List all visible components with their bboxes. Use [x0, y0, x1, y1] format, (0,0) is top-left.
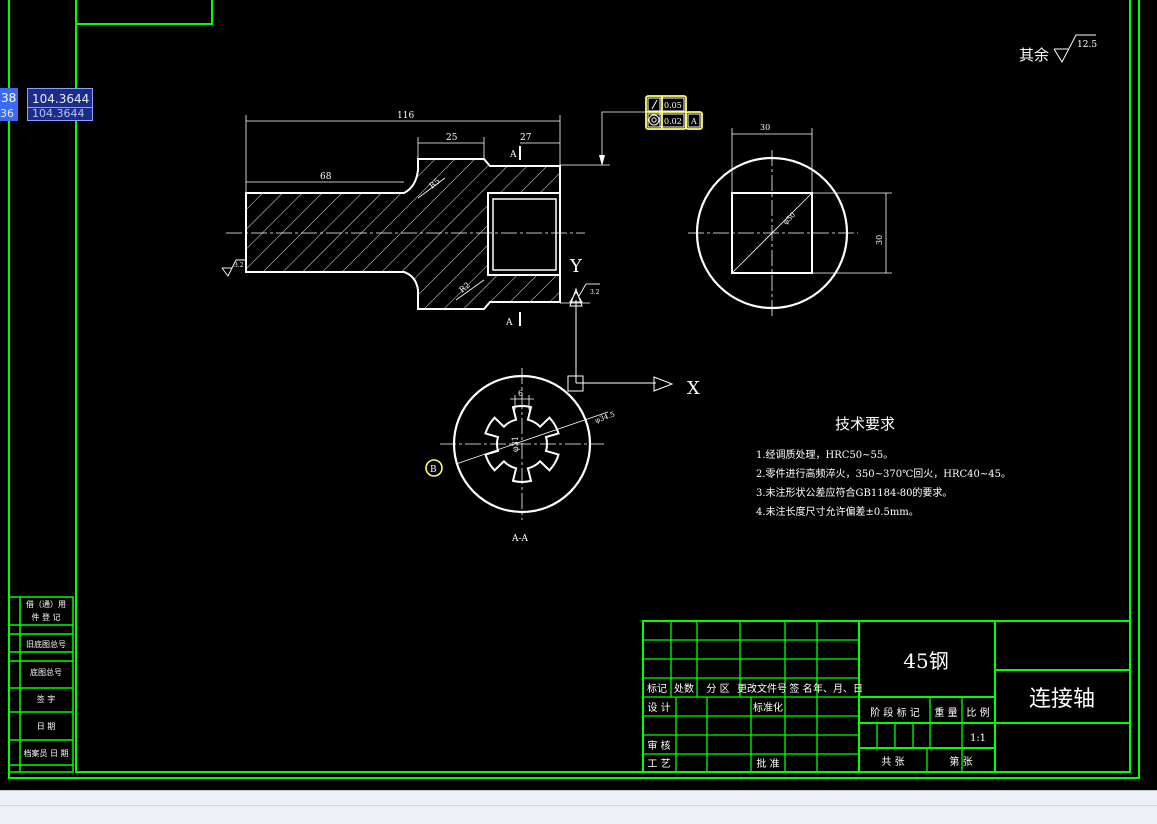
roughness-note-label: 其余	[1019, 46, 1049, 64]
tech-req-item-4: 4.未注长度尺寸允许偏差±0.5mm。	[756, 505, 919, 518]
tb-header-zone: 分 区	[706, 683, 729, 695]
tech-req-item-3: 3.未注形状公差应符合GB1184-80的要求。	[756, 486, 952, 499]
left-panel-row-6: 日 期	[37, 722, 56, 731]
technical-requirements: 技术要求 1.经调质处理，HRC50~55。 2.零件进行高频淬火，350~37…	[756, 415, 1011, 518]
dynamic-input-left-ghost: 36	[0, 108, 18, 121]
drawing-frame	[8, 0, 1140, 779]
tb-header-sign: 签 名	[789, 682, 812, 695]
left-panel: 借（通）用 件 登 记 旧底图总号 底图总号 签 字 日 期 档案员 日 期	[8, 596, 74, 773]
front-dim-overall: 116	[397, 111, 414, 121]
tb-approve: 批 准	[756, 757, 779, 770]
dynamic-input-left[interactable]: 38	[0, 88, 18, 108]
tolerance-row2-datum: A	[690, 117, 697, 126]
tb-row-review: 审 核	[647, 739, 670, 752]
tech-req-title: 技术要求	[835, 415, 895, 433]
roughness-right: 3.2	[590, 289, 600, 296]
tb-header-doc: 更改文件号	[737, 682, 787, 695]
left-panel-row-7: 档案员 日 期	[23, 748, 68, 758]
ucs-axes-icon: Y X	[567, 256, 700, 399]
spline-profile	[484, 405, 560, 483]
tb-standardize: 标准化	[753, 701, 783, 714]
balloon-b	[425, 459, 443, 477]
tb-row-design: 设 计	[647, 701, 670, 714]
tolerance-row2-value: 0.02	[664, 117, 682, 126]
balloon-b-label: B	[430, 465, 437, 475]
section-view[interactable]: 6 φ31 φ34.5 B A-A	[425, 368, 616, 544]
front-dim-left: 68	[320, 172, 332, 182]
dynamic-input-ghost: 104.3644	[27, 108, 93, 121]
section-mark-top: A	[509, 150, 517, 160]
tb-row-process: 工 艺	[647, 758, 670, 770]
section-dim-top: 6	[518, 389, 523, 398]
front-dim-mid: 25	[446, 133, 458, 143]
section-mark-bottom: A	[505, 318, 513, 328]
front-dim-right: 27	[520, 133, 532, 143]
roughness-note: 其余 12.5	[1019, 34, 1097, 64]
tb-part-name: 连接轴	[1029, 687, 1095, 712]
tb-stage-mark: 阶 段 标 记	[870, 706, 920, 719]
tb-header-date: 年、月、日	[813, 682, 863, 695]
tech-req-item-2: 2.零件进行高频淬火，350~370℃回火，HRC40~45。	[756, 467, 1011, 480]
tb-scale-label: 比 例	[966, 706, 989, 719]
title-block: 标记 处数 分 区 更改文件号 签 名 年、月、日 设 计 审 核 工 艺 标准…	[642, 620, 1131, 773]
left-panel-row-3: 旧底图总号	[26, 639, 66, 649]
section-dim-outer: φ34.5	[594, 410, 616, 425]
tb-header-count: 处数	[674, 682, 694, 695]
tolerance-row1-value: 0.05	[664, 101, 682, 110]
roughness-note-value: 12.5	[1077, 40, 1097, 50]
left-panel-row-1: 借（通）用	[26, 599, 66, 609]
left-panel-row-4: 底图总号	[30, 667, 62, 677]
side-dim-diag: φ50	[782, 211, 797, 226]
axis-x-label: X	[687, 378, 700, 399]
left-panel-row-5: 签 字	[37, 694, 56, 704]
left-panel-row-2: 件 登 记	[31, 612, 60, 622]
tb-scale-value: 1:1	[970, 733, 986, 744]
side-dim-top: 30	[760, 123, 770, 132]
tb-weight: 重 量	[934, 706, 957, 719]
front-view[interactable]: 116 25 27 68 A A R5 R2 3.2 3.2	[221, 111, 646, 328]
side-view[interactable]: 30 30 φ50	[688, 123, 892, 318]
side-dim-right: 30	[875, 235, 884, 245]
status-bar	[0, 790, 1157, 824]
section-caption: A-A	[511, 534, 529, 544]
dynamic-input-value[interactable]: 104.3644	[27, 88, 93, 108]
tb-material: 45钢	[903, 649, 948, 673]
section-dim-inner: φ31	[511, 436, 520, 452]
tb-header-mark: 标记	[647, 683, 667, 695]
tb-sheets-total: 共 张	[881, 756, 904, 768]
roughness-left: 3.2	[234, 262, 244, 269]
tolerance-frame[interactable]: 0.05 0.02 A	[645, 95, 703, 130]
axis-y-label: Y	[569, 256, 583, 277]
tb-sheet-no: 第 张	[949, 755, 972, 768]
tech-req-item-1: 1.经调质处理，HRC50~55。	[756, 448, 893, 461]
